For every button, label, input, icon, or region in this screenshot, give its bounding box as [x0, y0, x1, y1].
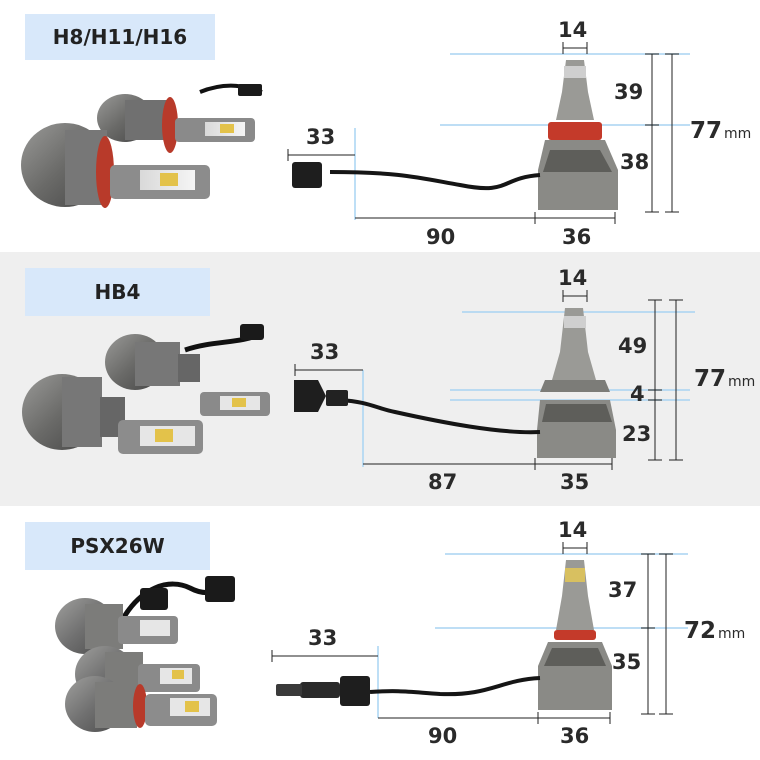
dimension-drawing	[287, 42, 690, 224]
dim-base-width: 36	[560, 724, 590, 748]
bulb-photo	[22, 324, 270, 454]
unit-label: mm	[724, 126, 752, 142]
dim-lower-height: 38	[620, 150, 650, 174]
dim-top-width: 14	[558, 266, 588, 290]
dimension-drawing	[271, 542, 688, 724]
bulb-photo	[55, 576, 235, 732]
panel-h8-h11-h16: H8/H11/H16	[0, 0, 760, 252]
dim-top-width: 14	[558, 518, 588, 542]
dim-plug-width: 33	[308, 626, 338, 650]
dim-cable-length: 90	[426, 225, 456, 249]
dim-total-value: 77	[690, 118, 723, 144]
unit-label: mm	[728, 374, 756, 390]
dim-cable-length: 87	[428, 470, 458, 494]
dim-base-width: 35	[560, 470, 590, 494]
panel-hb4: HB4	[0, 252, 760, 506]
dim-upper-height: 49	[618, 334, 648, 358]
bulb-type-label: HB4	[25, 268, 210, 316]
dim-upper-height: 39	[614, 80, 644, 104]
dim-total-value: 77	[694, 366, 727, 392]
dim-total-value: 72	[684, 618, 717, 644]
dim-upper-height: 37	[608, 578, 638, 602]
dim-base-width: 36	[562, 225, 592, 249]
bulb-photo	[21, 83, 263, 208]
bulb-type-label: H8/H11/H16	[25, 14, 215, 60]
bulb-type-label: PSX26W	[25, 522, 210, 570]
dim-top-width: 14	[558, 18, 588, 42]
panel-psx26w: PSX26W	[0, 506, 760, 760]
unit-label: mm	[718, 626, 746, 642]
dimension-drawing	[294, 290, 695, 470]
dim-lower-height: 35	[612, 650, 642, 674]
dim-plug-width: 33	[310, 340, 340, 364]
dim-plug-width: 33	[306, 125, 336, 149]
dim-flange-height: 4	[630, 382, 645, 406]
dim-lower-height: 23	[622, 422, 652, 446]
dim-cable-length: 90	[428, 724, 458, 748]
